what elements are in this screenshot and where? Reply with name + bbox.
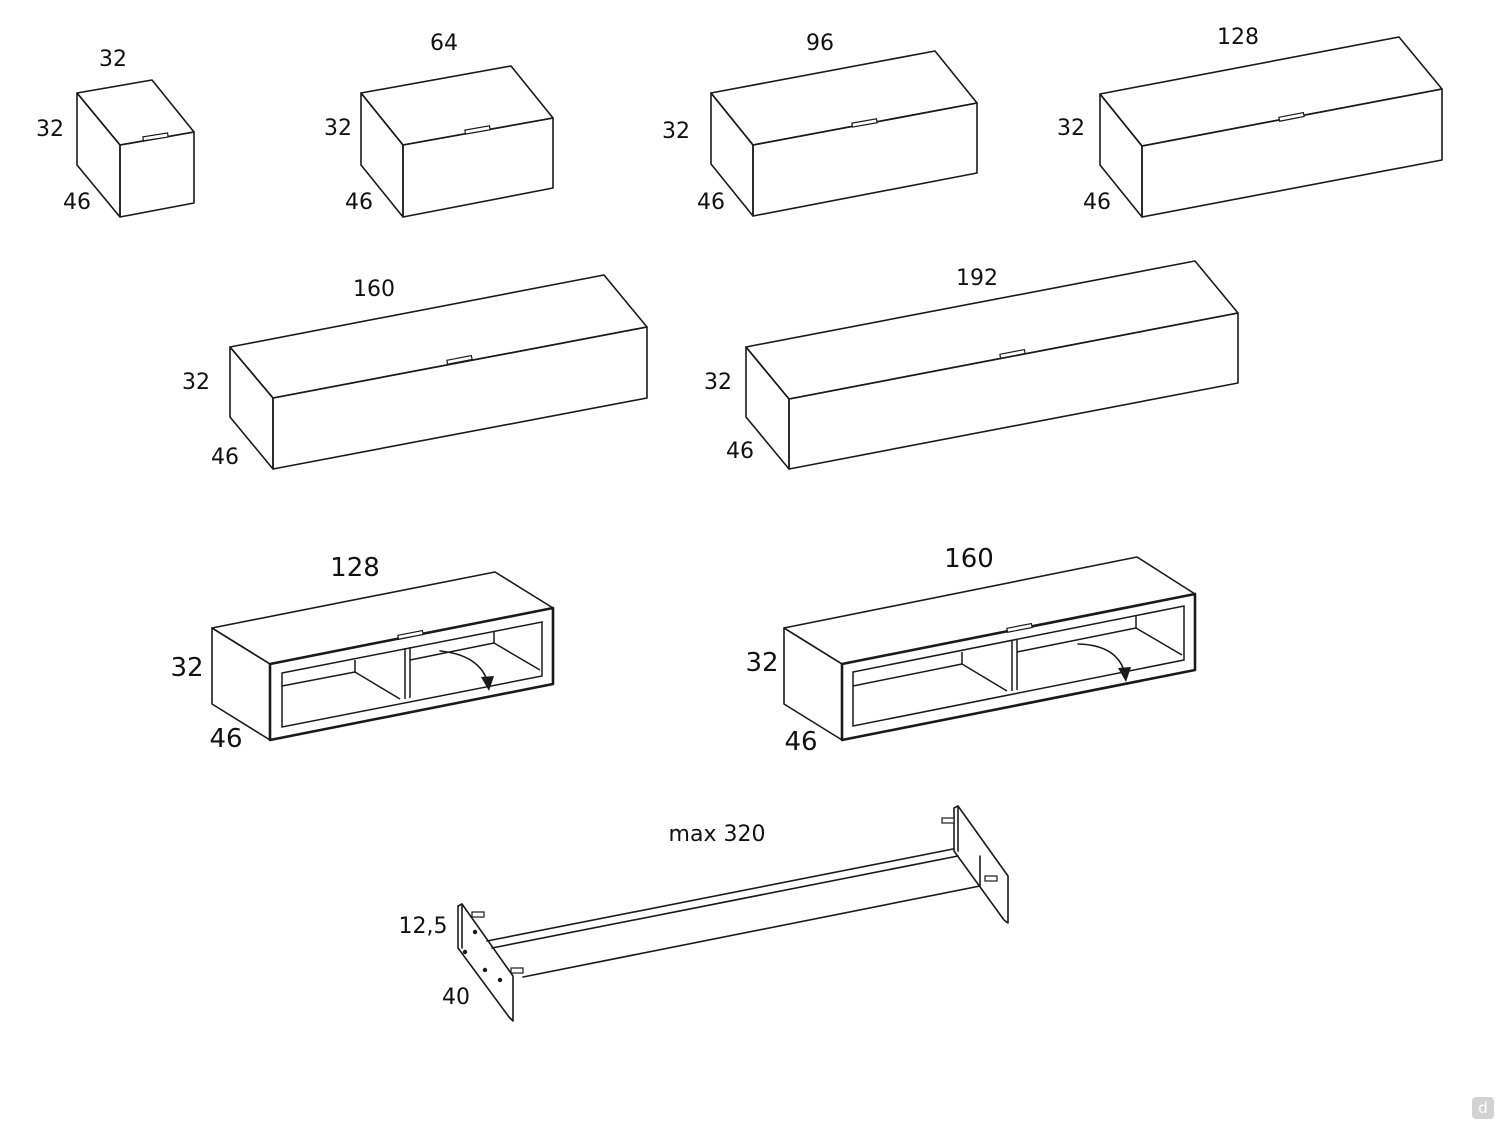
width-label: 160	[944, 544, 994, 574]
width-label: 128	[330, 553, 380, 583]
module-box-128: 128 32 46	[1057, 25, 1443, 218]
height-label: 12,5	[399, 914, 448, 939]
height-label: 32	[745, 648, 778, 678]
arrow-icon	[481, 676, 494, 691]
width-label: 96	[806, 31, 834, 56]
height-label: 32	[36, 117, 64, 142]
depth-label: 46	[211, 445, 239, 470]
hole-icon	[497, 977, 503, 983]
height-label: 32	[182, 370, 210, 395]
depth-label: 46	[1083, 190, 1111, 215]
watermark-logo: d	[1472, 1097, 1494, 1119]
module-box-64: 64 32 46	[324, 31, 554, 218]
handle-icon	[397, 629, 424, 640]
height-label: 32	[170, 653, 203, 683]
width-label: 64	[430, 31, 458, 56]
height-label: 32	[704, 370, 732, 395]
width-label: 128	[1217, 25, 1259, 50]
depth-label: 46	[209, 724, 242, 754]
hole-icon	[462, 949, 468, 955]
module-box-192: 192 32 46	[704, 260, 1239, 470]
handle-icon	[446, 354, 473, 365]
height-label: 32	[662, 119, 690, 144]
handle-icon	[1006, 622, 1033, 633]
hole-icon	[472, 929, 478, 935]
arrow-icon	[1118, 667, 1131, 682]
handle-icon	[142, 132, 169, 142]
depth-label: 46	[784, 727, 817, 757]
depth-label: 46	[697, 190, 725, 215]
height-label: 32	[324, 116, 352, 141]
handle-icon	[464, 125, 491, 135]
module-box-160: 160 32 46	[182, 274, 648, 470]
width-label: 32	[99, 47, 127, 72]
handle-icon	[999, 348, 1026, 359]
module-open-160: 160 32 46	[745, 544, 1197, 757]
length-label: max 320	[669, 822, 766, 847]
depth-label: 46	[726, 439, 754, 464]
handle-icon	[851, 118, 878, 128]
module-box-96: 96 32 46	[662, 31, 978, 217]
height-label: 32	[1057, 116, 1085, 141]
width-label: 192	[956, 266, 998, 291]
bracket-icon	[510, 967, 524, 974]
module-box-32: 32 32 46	[36, 47, 195, 218]
bracket-icon	[984, 875, 998, 882]
module-open-128: 128 32 46	[170, 553, 555, 754]
depth-label: 40	[442, 985, 470, 1010]
depth-label: 46	[63, 190, 91, 215]
handle-icon	[1278, 111, 1305, 122]
depth-label: 46	[345, 190, 373, 215]
bracket-icon	[471, 911, 485, 918]
bracket-icon	[941, 817, 955, 824]
support-bar: max 320 12,5 40	[399, 805, 1009, 1022]
width-label: 160	[353, 277, 395, 302]
hole-icon	[482, 967, 488, 973]
